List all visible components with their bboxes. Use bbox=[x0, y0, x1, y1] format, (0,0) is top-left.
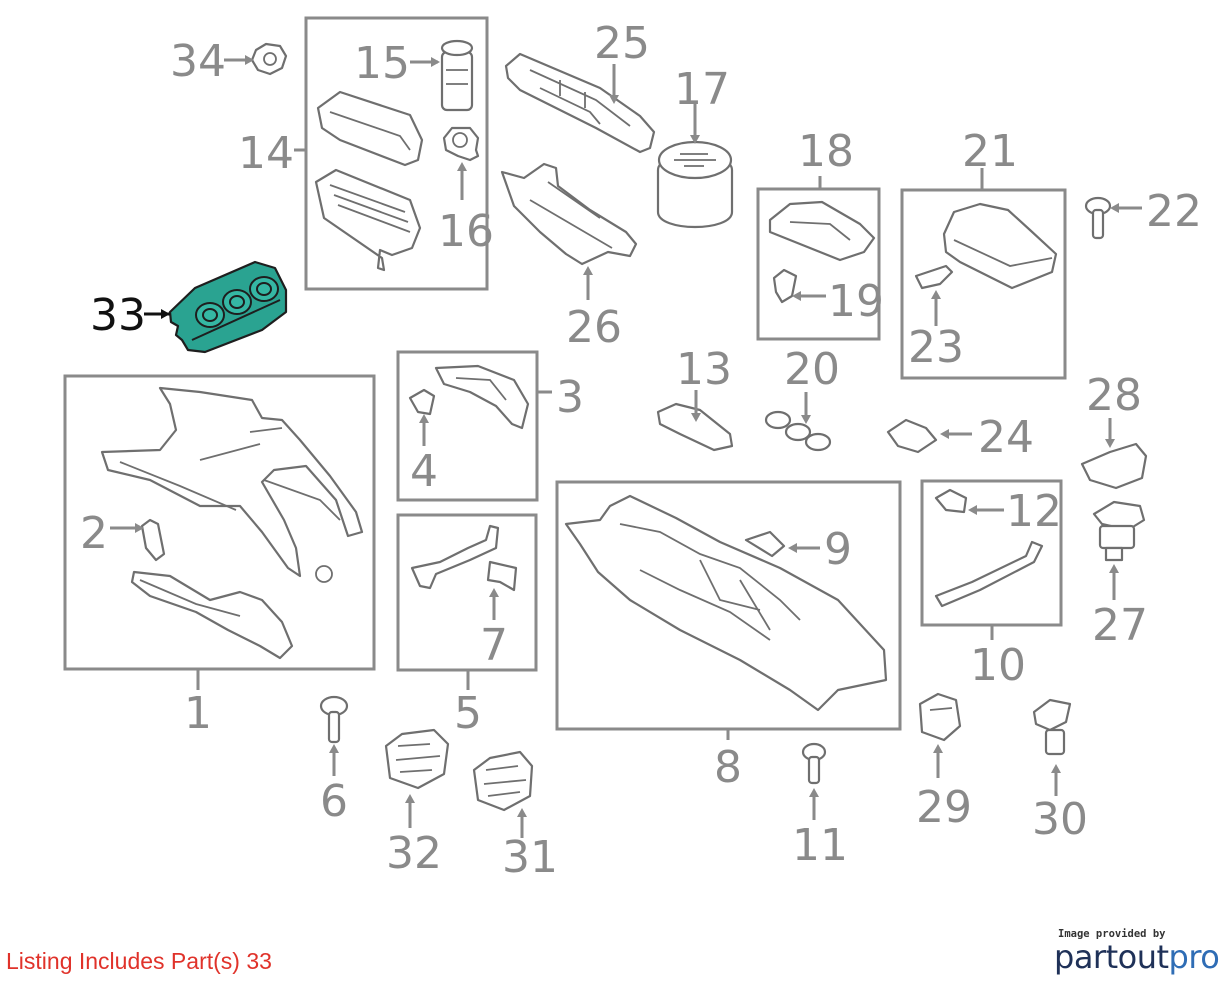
callout-3: 3 bbox=[556, 372, 584, 423]
callout-32: 32 bbox=[386, 828, 442, 879]
part-32-switch bbox=[384, 728, 450, 790]
listing-note: Listing Includes Part(s) 33 bbox=[6, 948, 272, 974]
part-19-clip bbox=[772, 268, 798, 304]
callout-31: 31 bbox=[502, 832, 558, 883]
group-box-14 bbox=[304, 16, 489, 291]
callout-26: 26 bbox=[566, 302, 622, 353]
part-3-trim bbox=[434, 364, 530, 430]
part-25-trim bbox=[504, 52, 656, 154]
callout-22: 22 bbox=[1146, 186, 1202, 237]
part-21-cover bbox=[942, 202, 1058, 290]
part-30-switch bbox=[1032, 698, 1072, 756]
part-2 bbox=[140, 518, 166, 562]
callout-33: 33 bbox=[90, 290, 146, 341]
part-8-center-console bbox=[564, 494, 888, 712]
callout-16: 16 bbox=[438, 206, 494, 257]
callout-21: 21 bbox=[962, 126, 1018, 177]
part-18-trim bbox=[768, 200, 876, 262]
brand-part1: partout bbox=[1054, 938, 1169, 976]
part-34 bbox=[250, 42, 288, 76]
callout-5: 5 bbox=[454, 688, 482, 739]
callout-25: 25 bbox=[594, 18, 650, 69]
part-14-trays bbox=[314, 90, 424, 272]
callout-17: 17 bbox=[674, 64, 730, 115]
callout-34: 34 bbox=[170, 36, 226, 87]
part-9 bbox=[744, 530, 786, 558]
callout-2: 2 bbox=[80, 508, 108, 559]
callout-28: 28 bbox=[1086, 370, 1142, 421]
part-7 bbox=[486, 560, 518, 592]
part-29-switch bbox=[918, 692, 962, 742]
part-33-switch-panel[interactable] bbox=[168, 260, 288, 354]
part-26-bracket bbox=[500, 162, 638, 266]
callout-12: 12 bbox=[1006, 486, 1062, 537]
part-10-bracket bbox=[934, 540, 1044, 608]
callout-23: 23 bbox=[908, 322, 964, 373]
callout-1: 1 bbox=[184, 688, 212, 739]
callout-19: 19 bbox=[828, 276, 884, 327]
callout-27: 27 bbox=[1092, 600, 1148, 651]
callout-15: 15 bbox=[354, 38, 410, 89]
part-13 bbox=[656, 402, 734, 452]
part-22-bolt bbox=[1084, 196, 1112, 240]
part-17-knob bbox=[656, 140, 734, 228]
callout-24: 24 bbox=[978, 412, 1034, 463]
part-4 bbox=[408, 388, 436, 416]
part-24 bbox=[886, 418, 938, 454]
callout-29: 29 bbox=[916, 782, 972, 833]
brand-part2: pro bbox=[1168, 938, 1220, 976]
part-12 bbox=[934, 488, 968, 514]
callout-6: 6 bbox=[320, 776, 348, 827]
callout-11: 11 bbox=[792, 820, 848, 871]
callout-4: 4 bbox=[410, 446, 438, 497]
image-credit-caption: Image provided by bbox=[1058, 928, 1166, 940]
group-box-5 bbox=[396, 513, 538, 672]
group-box-3 bbox=[396, 350, 539, 502]
callout-14: 14 bbox=[238, 128, 294, 179]
part-20-washers bbox=[764, 410, 832, 452]
callout-8: 8 bbox=[714, 742, 742, 793]
callout-20: 20 bbox=[784, 344, 840, 395]
part-1-console-body bbox=[100, 386, 364, 660]
callout-13: 13 bbox=[676, 344, 732, 395]
part-23 bbox=[914, 264, 954, 290]
callout-30: 30 bbox=[1032, 794, 1088, 845]
part-6-bolt bbox=[319, 695, 349, 744]
callout-9: 9 bbox=[824, 524, 852, 575]
part-11-bolt bbox=[801, 742, 827, 785]
part-31-switch bbox=[472, 750, 534, 812]
part-5-bracket bbox=[410, 524, 500, 590]
callout-10: 10 bbox=[970, 640, 1026, 691]
part-28 bbox=[1080, 442, 1148, 490]
group-box-1 bbox=[63, 374, 376, 671]
callout-7: 7 bbox=[480, 620, 508, 671]
partoutpro-logo[interactable]: partoutpro bbox=[1054, 938, 1220, 976]
part-16 bbox=[442, 126, 480, 162]
part-27-switch bbox=[1092, 500, 1146, 562]
part-15 bbox=[440, 39, 474, 112]
callout-18: 18 bbox=[798, 126, 854, 177]
